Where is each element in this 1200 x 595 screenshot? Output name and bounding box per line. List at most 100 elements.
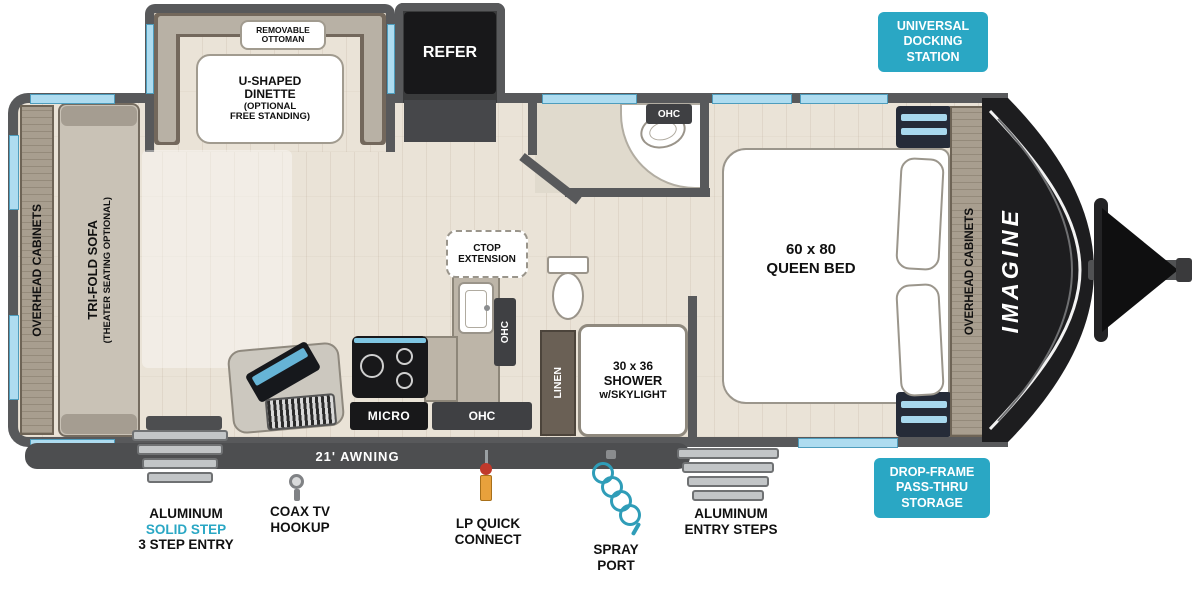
universal-docking-station-badge: UNIVERSAL DOCKING STATION [878,12,988,72]
pillow [895,282,945,398]
wall-segment [700,103,709,197]
nightstand-accent [901,401,947,408]
entry-stairs [676,448,780,504]
kitchen-sink [458,282,494,334]
lp-cap [480,463,492,475]
nose-shell [982,98,1094,442]
window [800,94,888,104]
living-area-floor [142,150,292,368]
shower: 30 x 36 SHOWER w/SKYLIGHT [578,324,688,437]
awning-label: 21' AWNING [315,448,400,464]
sofa-armrest-top [61,106,137,126]
stove-control-strip [354,338,426,343]
overhead-cabinet-kitchen-vertical: OHC [494,298,516,366]
linen-closet: LINEN [540,330,576,436]
burner-icon [396,372,413,389]
nightstand-accent [901,128,947,135]
step [687,476,769,487]
nose-accent-outer [988,109,1082,431]
callout-line: ALUMINUM [694,506,768,521]
overhead-cabinet-kitchen: OHC [432,402,532,430]
drop-frame-storage-badge: DROP-FRAME PASS-THRU STORAGE [874,458,990,518]
callout-line: CONNECT [454,531,522,547]
overhead-cabinets-left-label: OVERHEAD CABINETS [30,203,44,337]
step [682,462,774,473]
dinette-cushion-left [158,16,176,142]
spray-port-icon [588,448,652,538]
hose-coil [619,504,641,526]
ottoman-label-line2: OTTOMAN [261,34,305,44]
stove [352,336,428,398]
step [677,448,779,459]
coax-hookup-icon [288,474,308,502]
callout-line: ALUMINUM [149,506,223,521]
refrigerator: REFER [404,12,496,94]
nightstand [896,392,952,437]
wall-segment [688,296,697,437]
hitch-coupler [1102,208,1178,332]
spray-port-callout: SPRAY PORT [570,542,662,573]
coax-tv-hookup-callout: COAX TV HOOKUP [246,504,354,535]
window [9,135,19,210]
step [137,444,223,455]
awning-bar: 21' AWNING [25,443,690,469]
step [142,458,218,469]
ottoman-label-line1: REMOVABLE [256,24,310,35]
bed-label-group: 60 x 80 QUEEN BED [728,230,894,290]
removable-ottoman: REMOVABLE OTTOMAN [240,20,326,50]
callout-line: LP QUICK [455,516,521,531]
lp-quick-connect-callout: LP QUICK CONNECT [438,516,538,547]
brand-mark: IMAGINE [990,178,1030,362]
dinette-table: U-SHAPED DINETTE (OPTIONAL FREE STANDING… [196,54,344,144]
shower-label-line2: SHOWER [603,373,663,389]
entry-steps-callout: ALUMINUM ENTRY STEPS [670,506,792,537]
pantry-cabinet [404,100,496,142]
shower-label-line1: 30 x 36 [612,359,654,374]
step [132,430,228,441]
dinette-label-line4: FREE STANDING) [229,111,311,123]
microwave: MICRO [350,402,428,430]
overhead-cabinet-bath: OHC [646,104,692,124]
ohc-vertical-label: OHC [499,320,511,344]
kitchen-counter-lower [424,336,458,402]
callout-line-highlight: SOLID STEP [145,521,227,537]
window [9,315,19,400]
window [387,24,395,94]
linen-label: LINEN [552,367,564,399]
coax-stem [294,489,300,501]
lp-line [485,450,488,465]
nose-accent-inner [997,118,1074,422]
brand-label: IMAGINE [996,206,1023,334]
nightstand-accent [901,114,947,121]
overhead-cabinets-left: OVERHEAD CABINETS [20,105,54,435]
bed-label-line2: QUEEN BED [766,260,856,277]
nose-cap [982,98,1192,442]
solid-step-stairs [130,430,230,486]
badge-line: STORAGE [901,495,963,510]
lp-quick-connect-icon [476,450,496,504]
callout-line: SPRAY [593,542,639,557]
hitch-ball-mount [1176,258,1192,282]
window [542,94,637,104]
shower-label-line3: w/SKYLIGHT [599,388,667,401]
nightstand [896,106,952,148]
sofa-label-group: TRI-FOLD SOFA (THEATER SEATING OPTIONAL) [58,103,140,437]
toilet-bowl [552,272,584,320]
solid-step-callout: ALUMINUM SOLID STEP 3 STEP ENTRY [126,506,246,553]
sofa-sublabel: (THEATER SEATING OPTIONAL) [102,196,113,344]
badge-line: DROP-FRAME [889,465,975,479]
step [147,472,213,483]
pillow [895,156,945,272]
badge-line: STATION [906,49,960,64]
coax-port [289,474,304,489]
burner-icon [396,348,413,365]
nightstand-accent [901,416,947,423]
dinette-label-line3: (OPTIONAL [243,100,297,112]
window [30,94,115,104]
ohc-bath-label: OHC [657,108,681,120]
wall-segment [565,188,710,197]
sofa-armrest-bottom [61,414,137,434]
callout-line: HOOKUP [270,519,330,535]
callout-line: COAX TV [269,504,330,519]
